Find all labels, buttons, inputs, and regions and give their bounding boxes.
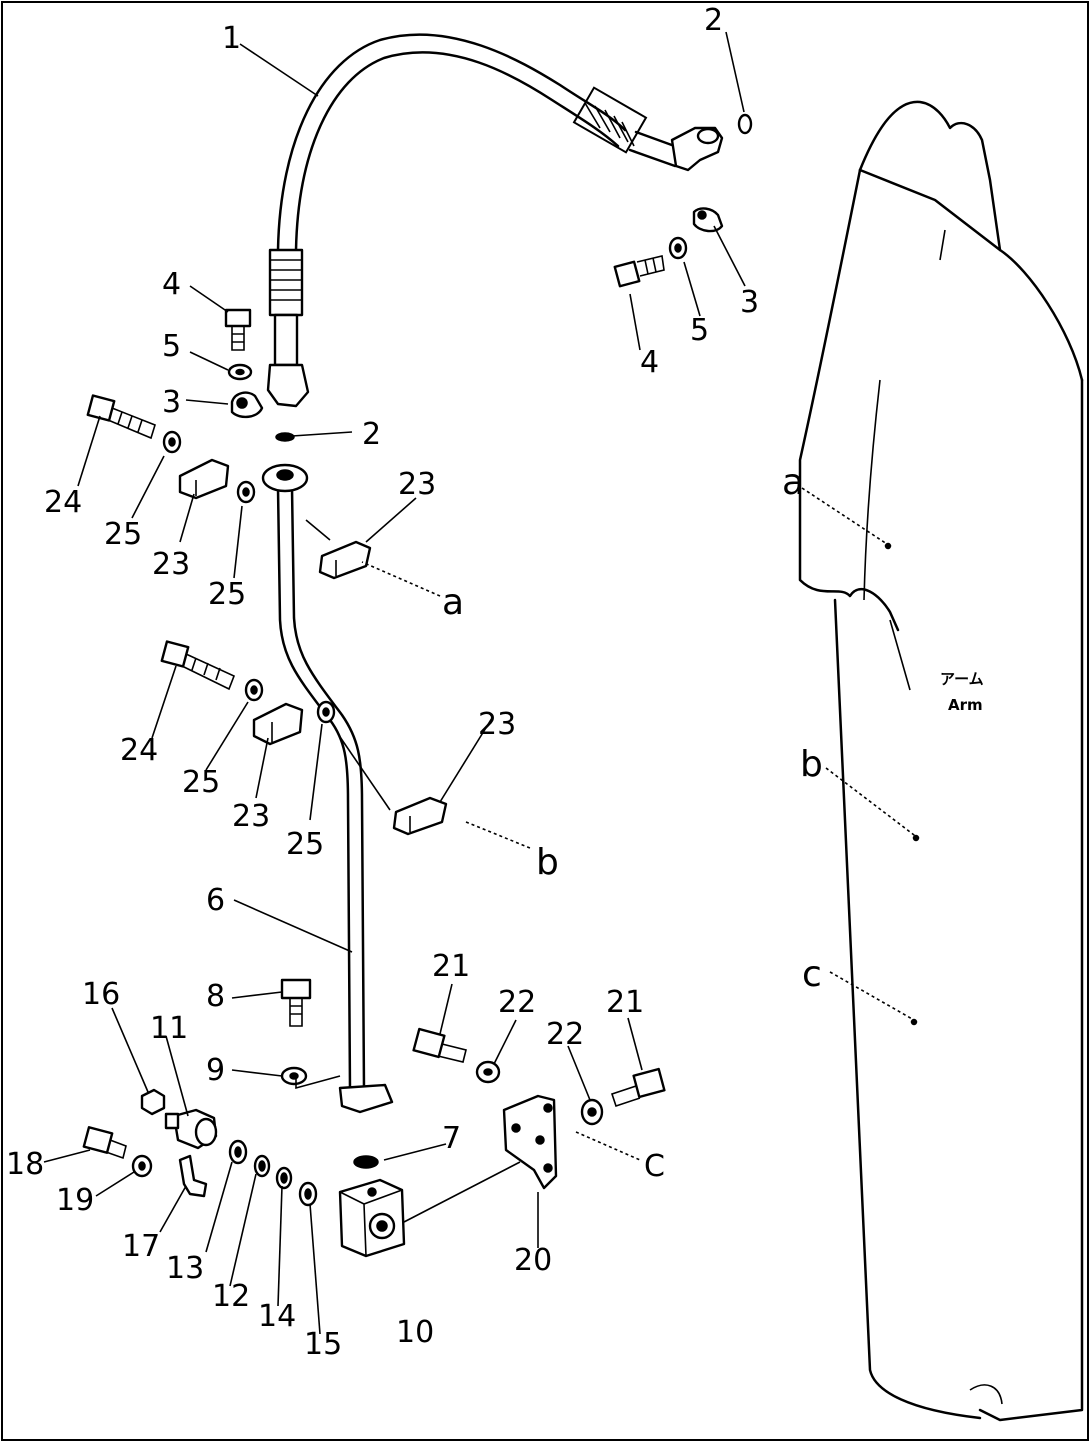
label-7: 7: [442, 1121, 461, 1156]
reference-labels: a b C a b c: [442, 462, 823, 1184]
bracket-part-20: [502, 1094, 558, 1190]
hose-elbow-fitting: [670, 126, 724, 172]
tube-part-6: [261, 463, 394, 1114]
label-6: 6: [206, 883, 225, 918]
bolt-part-4-right: [613, 255, 665, 288]
label-2-mid: 2: [362, 417, 381, 452]
bolt-part-24-upper: [86, 394, 156, 440]
clamp-part-3-right: [692, 207, 724, 233]
ref-c-arm: c: [802, 954, 822, 995]
arm-mark-b: [912, 834, 920, 842]
clamp-part-3-left: [230, 391, 264, 419]
bolt-part-21-left: [412, 1027, 467, 1063]
bolt-part-18: [82, 1126, 127, 1160]
nut-part-16: [140, 1088, 166, 1116]
label-22-right: 22: [546, 1017, 584, 1052]
label-8: 8: [206, 979, 225, 1014]
label-12: 12: [212, 1279, 250, 1314]
bolt-part-24-lower: [160, 640, 236, 691]
bolt-part-4-left: [224, 308, 252, 351]
o-ring-part-2-top: [737, 113, 753, 135]
arm-mark-a: [884, 542, 892, 550]
leader-lines: [43, 31, 919, 1335]
label-14: 14: [258, 1299, 296, 1334]
label-3-right: 3: [740, 285, 759, 320]
bolt-part-8: [280, 978, 312, 1027]
arm-mark-c: [910, 1018, 918, 1026]
arm-label-jp: アーム: [940, 670, 984, 688]
ref-c-left: C: [644, 1149, 665, 1184]
clamp-part-23-b: [318, 540, 372, 580]
label-13: 13: [166, 1251, 204, 1286]
label-21-right: 21: [606, 985, 644, 1020]
label-5-left: 5: [162, 329, 181, 364]
label-19: 19: [56, 1183, 94, 1218]
block-part-10: [338, 1178, 406, 1258]
excavator-arm: アーム Arm: [798, 100, 1084, 1422]
label-25-c: 25: [182, 765, 220, 800]
ref-b-arm: b: [800, 744, 823, 785]
label-4-left: 4: [162, 267, 181, 302]
bracket-part-17: [178, 1154, 208, 1198]
label-1: 1: [222, 21, 241, 56]
hose-thread-lower: [266, 248, 310, 408]
label-20: 20: [514, 1243, 552, 1278]
label-25-b: 25: [208, 577, 246, 612]
hose-part-1: [266, 33, 724, 408]
clamp-part-23-c: [252, 702, 304, 746]
label-23-b: 23: [152, 547, 190, 582]
label-24-lower: 24: [120, 733, 158, 768]
label-16: 16: [82, 977, 120, 1012]
ref-a-arm: a: [782, 462, 804, 503]
bolt-part-21-right: [610, 1067, 666, 1108]
label-25-a: 25: [104, 517, 142, 552]
switch-part-11: [164, 1108, 218, 1150]
label-3-left: 3: [162, 385, 181, 420]
label-15: 15: [304, 1327, 342, 1362]
hose-thread-upper: [572, 86, 648, 154]
label-23-d: 23: [478, 707, 516, 742]
label-9: 9: [206, 1053, 225, 1088]
label-5-right: 5: [690, 313, 709, 348]
ref-a-left: a: [442, 582, 464, 623]
label-18: 18: [6, 1147, 44, 1182]
o-ring-part-2-mid: [275, 432, 295, 442]
label-23-c: 23: [232, 799, 270, 834]
arm-label-en: Arm: [948, 696, 983, 714]
label-21-left: 21: [432, 949, 470, 984]
label-10: 10: [396, 1315, 434, 1350]
label-17: 17: [122, 1229, 160, 1264]
label-4-right: 4: [640, 345, 659, 380]
o-ring-part-7: [353, 1155, 379, 1169]
clamp-part-23-a: [178, 458, 230, 500]
clamp-part-23-d: [392, 796, 448, 836]
label-11: 11: [150, 1011, 188, 1046]
label-23-a: 23: [398, 467, 436, 502]
label-22-left: 22: [498, 985, 536, 1020]
part-labels: 1 2 2 3 3 4 4 5 5 6 7 8 9 10 11 12 13 14…: [6, 3, 759, 1362]
label-2-top: 2: [704, 3, 723, 38]
tube-bottom-flange: [338, 1083, 394, 1114]
ref-b-left: b: [536, 842, 559, 883]
label-24-upper: 24: [44, 485, 82, 520]
label-25-d: 25: [286, 827, 324, 862]
